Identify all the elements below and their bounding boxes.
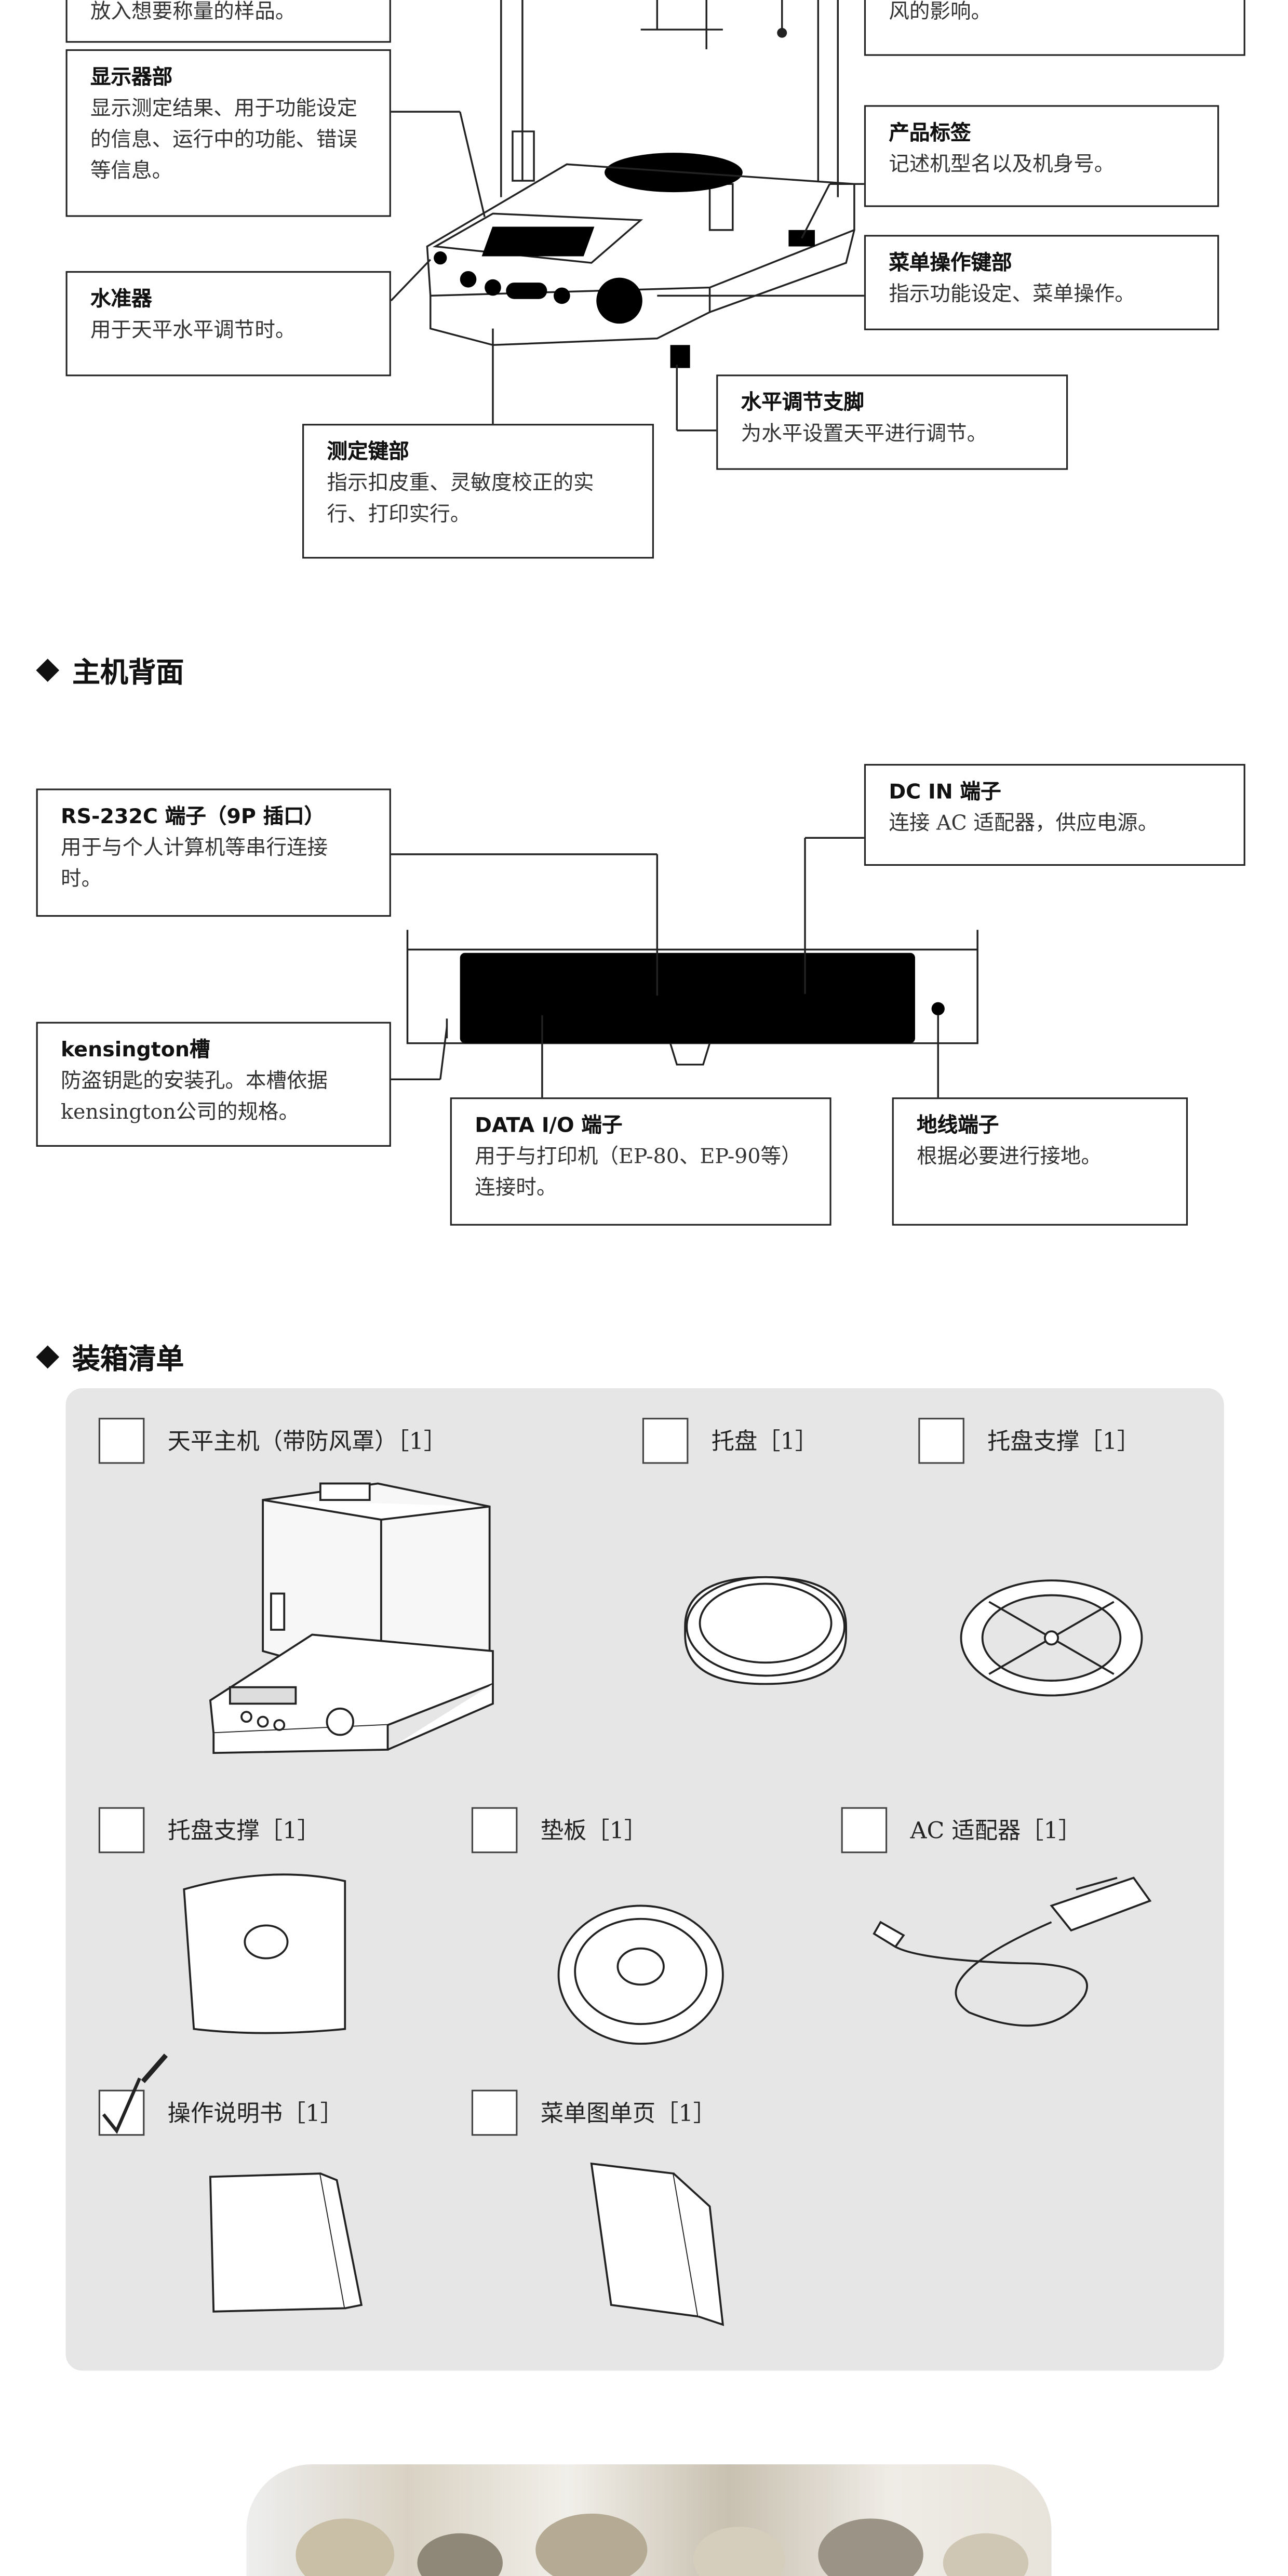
checkbox[interactable]	[98, 1417, 145, 1464]
pan-icon	[685, 1577, 846, 1684]
callout-display: 显示器部 显示测定结果、用于功能设定的信息、运行中的功能、错误等信息。	[65, 49, 391, 217]
packing-item-pan[interactable]: 托盘［1］	[642, 1417, 818, 1464]
packing-item-base-plate[interactable]: 垫板［1］	[471, 1807, 647, 1854]
checkbox[interactable]	[98, 1807, 145, 1854]
balance-rear-illustration	[0, 756, 1288, 1249]
callout-leveling-feet: 水平调节支脚 为水平设置天平进行调节。	[716, 374, 1068, 470]
support-plate-icon	[184, 1874, 345, 2033]
callout-ground: 地线端子 根据必要进行接地。	[892, 1097, 1188, 1226]
ac-adapter-icon	[874, 1878, 1150, 2026]
checkbox[interactable]	[841, 1807, 888, 1854]
callout-dc-in: DC IN 端子 连接 AC 适配器，供应电源。	[864, 763, 1245, 866]
base-plate-icon	[559, 1906, 723, 2044]
pan-support-icon	[961, 1580, 1142, 1695]
photo-jars	[296, 2513, 1029, 2576]
packing-section-heading: 装箱清单	[36, 1336, 184, 1377]
checkbox[interactable]	[642, 1417, 689, 1464]
manual-icon	[210, 2174, 361, 2312]
callout-top-right-partial: 风的影响。	[864, 0, 1245, 56]
checkbox[interactable]	[471, 2089, 518, 2136]
menu-sheet-icon	[592, 2164, 723, 2325]
packing-illustrations	[0, 1388, 1288, 2374]
packing-item-ac-adapter[interactable]: AC 适配器［1］	[841, 1807, 1081, 1854]
callout-menu-keys: 菜单操作键部 指示功能设定、菜单操作。	[864, 235, 1219, 330]
packing-item-menu-sheet[interactable]: 菜单图单页［1］	[471, 2089, 716, 2136]
callout-rs232c: RS-232C 端子（9P 插口） 用于与个人计算机等串行连接时。	[36, 788, 391, 917]
product-photo	[246, 2464, 1052, 2576]
packing-item-manual[interactable]: 操作说明书［1］	[98, 2054, 343, 2136]
checkbox-checked[interactable]	[98, 2054, 168, 2136]
callout-level: 水准器 用于天平水平调节时。	[65, 271, 391, 377]
callout-data-io: DATA I/O 端子 用于与打印机（EP-80、EP-90等）连接时。	[450, 1097, 831, 1226]
rear-section-heading: 主机背面	[36, 649, 184, 690]
checkbox[interactable]	[471, 1807, 518, 1854]
packing-item-pan-support[interactable]: 托盘支撑［1］	[918, 1417, 1140, 1464]
packing-item-balance[interactable]: 天平主机（带防风罩）［1］	[98, 1417, 447, 1464]
balance-front-illustration	[0, 0, 1288, 592]
checkmark-icon	[102, 2054, 168, 2134]
balance-icon	[210, 1483, 493, 1753]
packing-item-support-plate[interactable]: 托盘支撑［1］	[98, 1807, 320, 1854]
callout-product-label: 产品标签 记述机型名以及机身号。	[864, 105, 1219, 207]
checkbox[interactable]	[918, 1417, 964, 1464]
diamond-icon	[36, 658, 60, 681]
callout-measure-keys: 测定键部 指示扣皮重、灵敏度校正的实行、打印实行。	[302, 424, 654, 559]
callout-top-left-partial: 放入想要称量的样品。	[65, 0, 391, 43]
diamond-icon	[36, 1344, 60, 1368]
callout-kensington: kensington槽 防盗钥匙的安装孔。本槽依据kensington公司的规格…	[36, 1022, 391, 1147]
